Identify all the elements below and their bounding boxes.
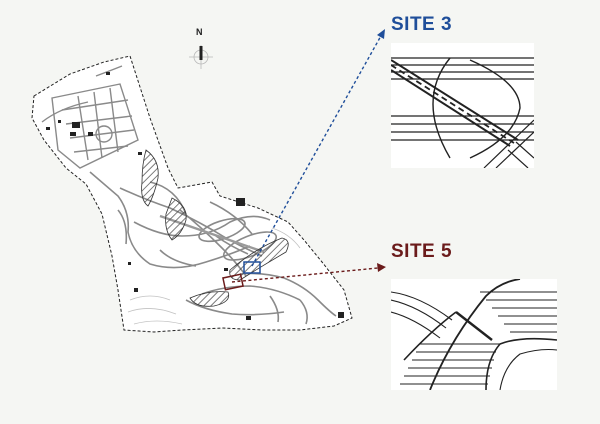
site5-inset xyxy=(391,279,557,390)
site3-inset xyxy=(391,43,534,168)
buildings-nw xyxy=(46,72,142,155)
buildings-misc xyxy=(128,198,344,320)
site3-label: SITE 3 xyxy=(391,14,453,35)
north-arrow-icon xyxy=(189,45,213,69)
site3-marker xyxy=(243,29,385,274)
site5-marker xyxy=(222,263,386,291)
campus-boundary xyxy=(31,55,353,333)
contour-lines xyxy=(127,227,301,325)
north-label: N xyxy=(196,27,203,37)
site5-label: SITE 5 xyxy=(391,241,453,262)
